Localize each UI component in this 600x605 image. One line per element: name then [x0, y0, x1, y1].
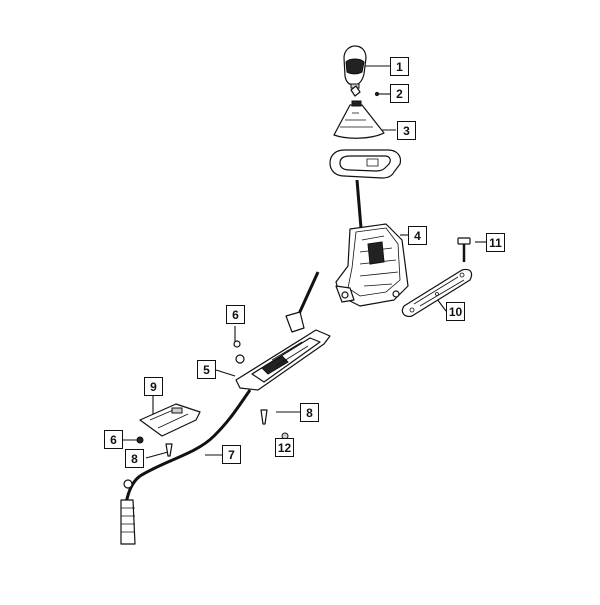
- shift-boot: [333, 100, 385, 139]
- callout-8-left: 8: [125, 449, 144, 468]
- bolt: [457, 237, 471, 262]
- callout-4: 4: [408, 226, 427, 245]
- callout-1: 1: [390, 57, 409, 76]
- shift-cable: [120, 389, 252, 545]
- leader-lines: [123, 65, 486, 459]
- callout-7: 7: [222, 445, 241, 464]
- lower-shifter: [233, 271, 331, 391]
- callout-9: 9: [144, 377, 163, 396]
- fasteners: [136, 409, 289, 457]
- callout-6-top: 6: [226, 305, 245, 324]
- callout-10: 10: [446, 302, 465, 321]
- bracket: [401, 268, 473, 317]
- callout-6-left: 6: [104, 430, 123, 449]
- callout-5: 5: [197, 360, 216, 379]
- callout-12: 12: [275, 438, 294, 457]
- clip-part: [350, 85, 380, 97]
- bracket-plate: [139, 403, 201, 437]
- shift-knob: [343, 45, 367, 89]
- shifter-assembly: [335, 179, 409, 307]
- shift-bezel: [329, 149, 402, 179]
- callout-3: 3: [397, 121, 416, 140]
- callout-2: 2: [390, 84, 409, 103]
- callout-11: 11: [486, 233, 505, 252]
- callout-8-right: 8: [300, 403, 319, 422]
